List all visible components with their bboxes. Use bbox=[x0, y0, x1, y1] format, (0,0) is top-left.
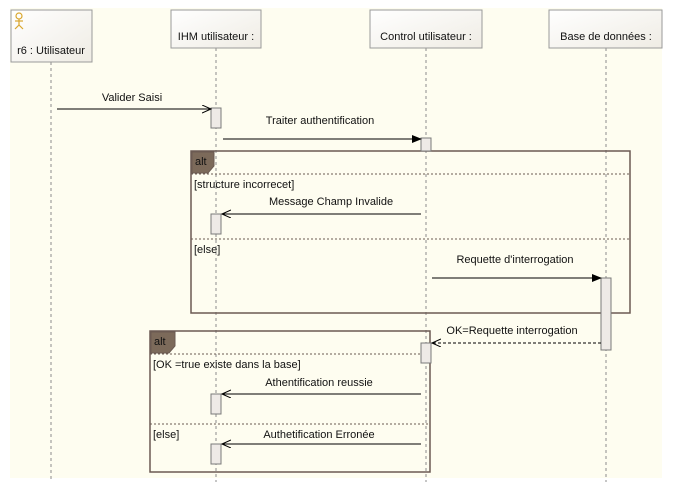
guard-alt-1-1: [else] bbox=[194, 244, 220, 256]
guard-alt-2-1: [else] bbox=[153, 429, 179, 441]
activation-control-2 bbox=[420, 342, 432, 364]
fragment-operator-alt-1: alt bbox=[195, 156, 207, 168]
lifeline-label-db: Base de données : bbox=[560, 31, 652, 43]
fragment-alt-2[interactable]: alt [OK =true existe dans la base] [else… bbox=[149, 330, 431, 473]
lifeline-head-actor[interactable]: r6 : Utilisateur bbox=[10, 9, 93, 63]
message-label-1: Traiter authentification bbox=[266, 115, 374, 127]
message-label-0: Valider Saisi bbox=[102, 92, 162, 104]
guard-alt-2-0: [OK =true existe dans la base] bbox=[153, 359, 301, 371]
fragment-tag-alt-2 bbox=[150, 331, 176, 354]
message-champ-invalide[interactable]: Message Champ Invalide bbox=[222, 196, 421, 214]
message-label-6: Authetification Erronée bbox=[263, 429, 374, 441]
diagram-background bbox=[10, 8, 662, 478]
guard-alt-1-0: [structure incorrecet] bbox=[194, 179, 294, 191]
lifeline-head-ihm[interactable]: IHM utilisateur : bbox=[170, 9, 262, 49]
message-authentification-erronee[interactable]: Authetification Erronée bbox=[222, 429, 421, 444]
activation-db-1 bbox=[600, 277, 612, 351]
message-authentification-reussie[interactable]: Athentification reussie bbox=[222, 377, 421, 394]
message-valider-saisi[interactable]: Valider Saisi bbox=[57, 92, 211, 109]
message-label-2: Message Champ Invalide bbox=[269, 196, 393, 208]
fragment-operator-alt-2: alt bbox=[154, 336, 166, 348]
message-ok-requette[interactable]: OK=Requette interrogation bbox=[432, 325, 601, 343]
message-traiter-authentification[interactable]: Traiter authentification bbox=[223, 115, 422, 143]
activation-ihm-3 bbox=[210, 393, 222, 415]
message-label-5: Athentification reussie bbox=[265, 377, 373, 389]
lifeline-label-control: Control utilisateur : bbox=[380, 31, 472, 43]
activation-ihm-2 bbox=[210, 213, 222, 235]
actor-icon bbox=[14, 12, 24, 30]
activation-control-1 bbox=[420, 137, 432, 152]
fragment-tag-alt-1 bbox=[191, 151, 215, 174]
lifeline-head-db[interactable]: Base de données : bbox=[548, 9, 663, 49]
activation-ihm-1 bbox=[210, 107, 222, 129]
messages: Valider Saisi Traiter authentification M… bbox=[57, 92, 602, 444]
activation-ihm-4 bbox=[210, 443, 222, 465]
lifeline-heads: r6 : Utilisateur IHM utilisateur : Contr… bbox=[10, 9, 663, 63]
lifeline-label-actor: r6 : Utilisateur bbox=[17, 45, 85, 57]
lifeline-label-ihm: IHM utilisateur : bbox=[178, 31, 254, 43]
lifeline-head-control[interactable]: Control utilisateur : bbox=[369, 9, 483, 49]
message-requette-interrogation[interactable]: Requette d'interrogation bbox=[432, 254, 602, 282]
fragment-alt-1[interactable]: alt [structure incorrecet] [else] bbox=[190, 150, 631, 314]
message-label-4: OK=Requette interrogation bbox=[446, 325, 577, 337]
activations bbox=[210, 107, 612, 465]
message-label-3: Requette d'interrogation bbox=[456, 254, 573, 266]
